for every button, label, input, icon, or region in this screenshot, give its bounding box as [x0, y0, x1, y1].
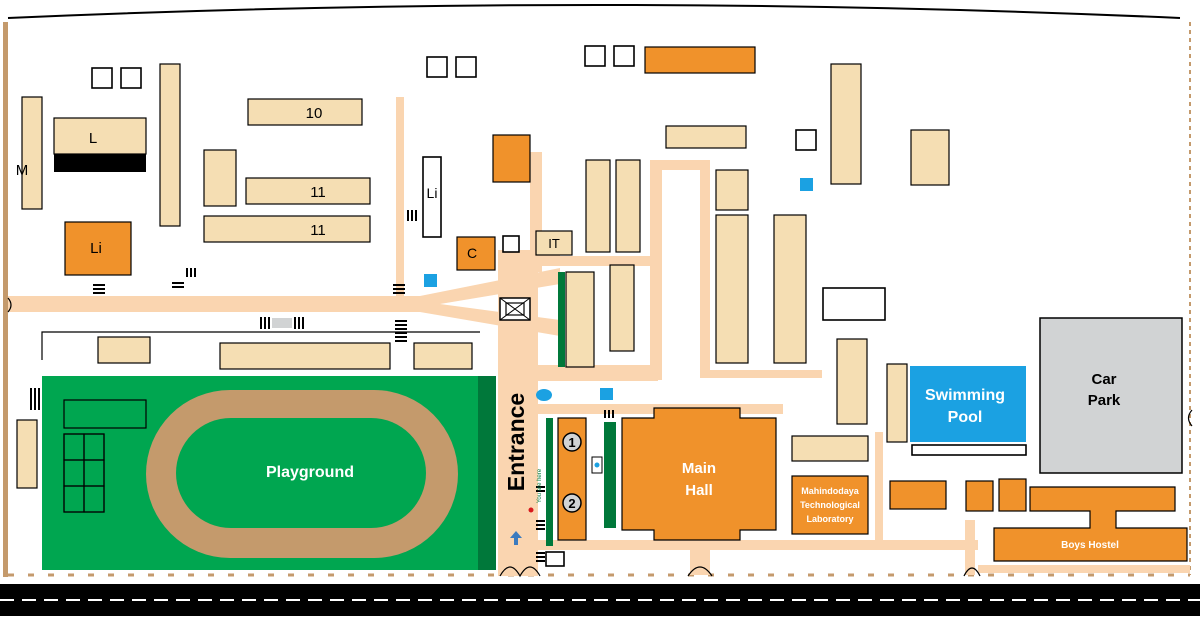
building-l-label: L — [89, 130, 97, 147]
boys-hostel-label: Boys Hostel — [1061, 540, 1119, 551]
left-boundary-wall — [3, 22, 8, 577]
gate-arches — [7, 297, 1193, 578]
top-boundary-line — [7, 4, 1181, 19]
building-11b-label: 11 — [310, 222, 326, 239]
fountain-icon — [499, 297, 531, 321]
building-l-dark-band — [54, 154, 146, 172]
building-m-label: M — [16, 162, 29, 179]
up-arrow-icon — [510, 531, 522, 545]
building-c-label: C — [467, 245, 477, 261]
building-10-label: 10 — [306, 105, 323, 122]
marker-1-label: 1 — [568, 435, 575, 450]
water-tank-icon — [424, 178, 813, 401]
orange-buildings — [64, 46, 1188, 562]
playground-label: Playground — [266, 464, 354, 481]
swimming-pool — [910, 366, 1026, 442]
inner-field — [176, 418, 426, 528]
pool-label-line2: Pool — [948, 409, 983, 426]
pool-label-line1: Swimming — [925, 387, 1005, 404]
numbered-markers — [562, 432, 582, 513]
you-are-here-marker-icon — [528, 507, 534, 513]
main-hall-label-line2: Hall — [685, 482, 713, 499]
main-hall-label-line1: Main — [682, 460, 716, 477]
car-park-label-line1: Car — [1091, 371, 1116, 388]
direction-sirigala-label: To Sirigala — [1144, 603, 1196, 615]
green-strips — [546, 272, 616, 546]
car-park-label-line2: Park — [1088, 392, 1121, 409]
lab-label-line3: Laboratory — [806, 514, 853, 524]
building-11a-label: 11 — [310, 184, 326, 201]
playground-edge-strip — [478, 376, 496, 570]
buildings — [16, 63, 950, 489]
small-white-buildings — [91, 45, 1027, 567]
building-it-label: IT — [548, 236, 560, 251]
library-left-label: Li — [90, 240, 102, 257]
staircase-icon — [30, 210, 614, 562]
car-park — [1039, 317, 1183, 474]
court-outlines — [63, 399, 147, 513]
lab-label-line1: Mahindodaya — [801, 486, 860, 496]
direction-monaragala-label: o Monaragala Town — [0, 603, 96, 615]
booth-dot-icon — [594, 462, 600, 468]
lab-label-line2: Technological — [800, 500, 860, 510]
you-are-here-label: You are here — [537, 468, 543, 503]
gate-block — [272, 318, 292, 328]
field-fence-line — [41, 331, 480, 360]
entrance-label: Entrance — [503, 393, 529, 491]
library-mid-label: Li — [427, 185, 438, 201]
marker-2-label: 2 — [568, 496, 575, 511]
